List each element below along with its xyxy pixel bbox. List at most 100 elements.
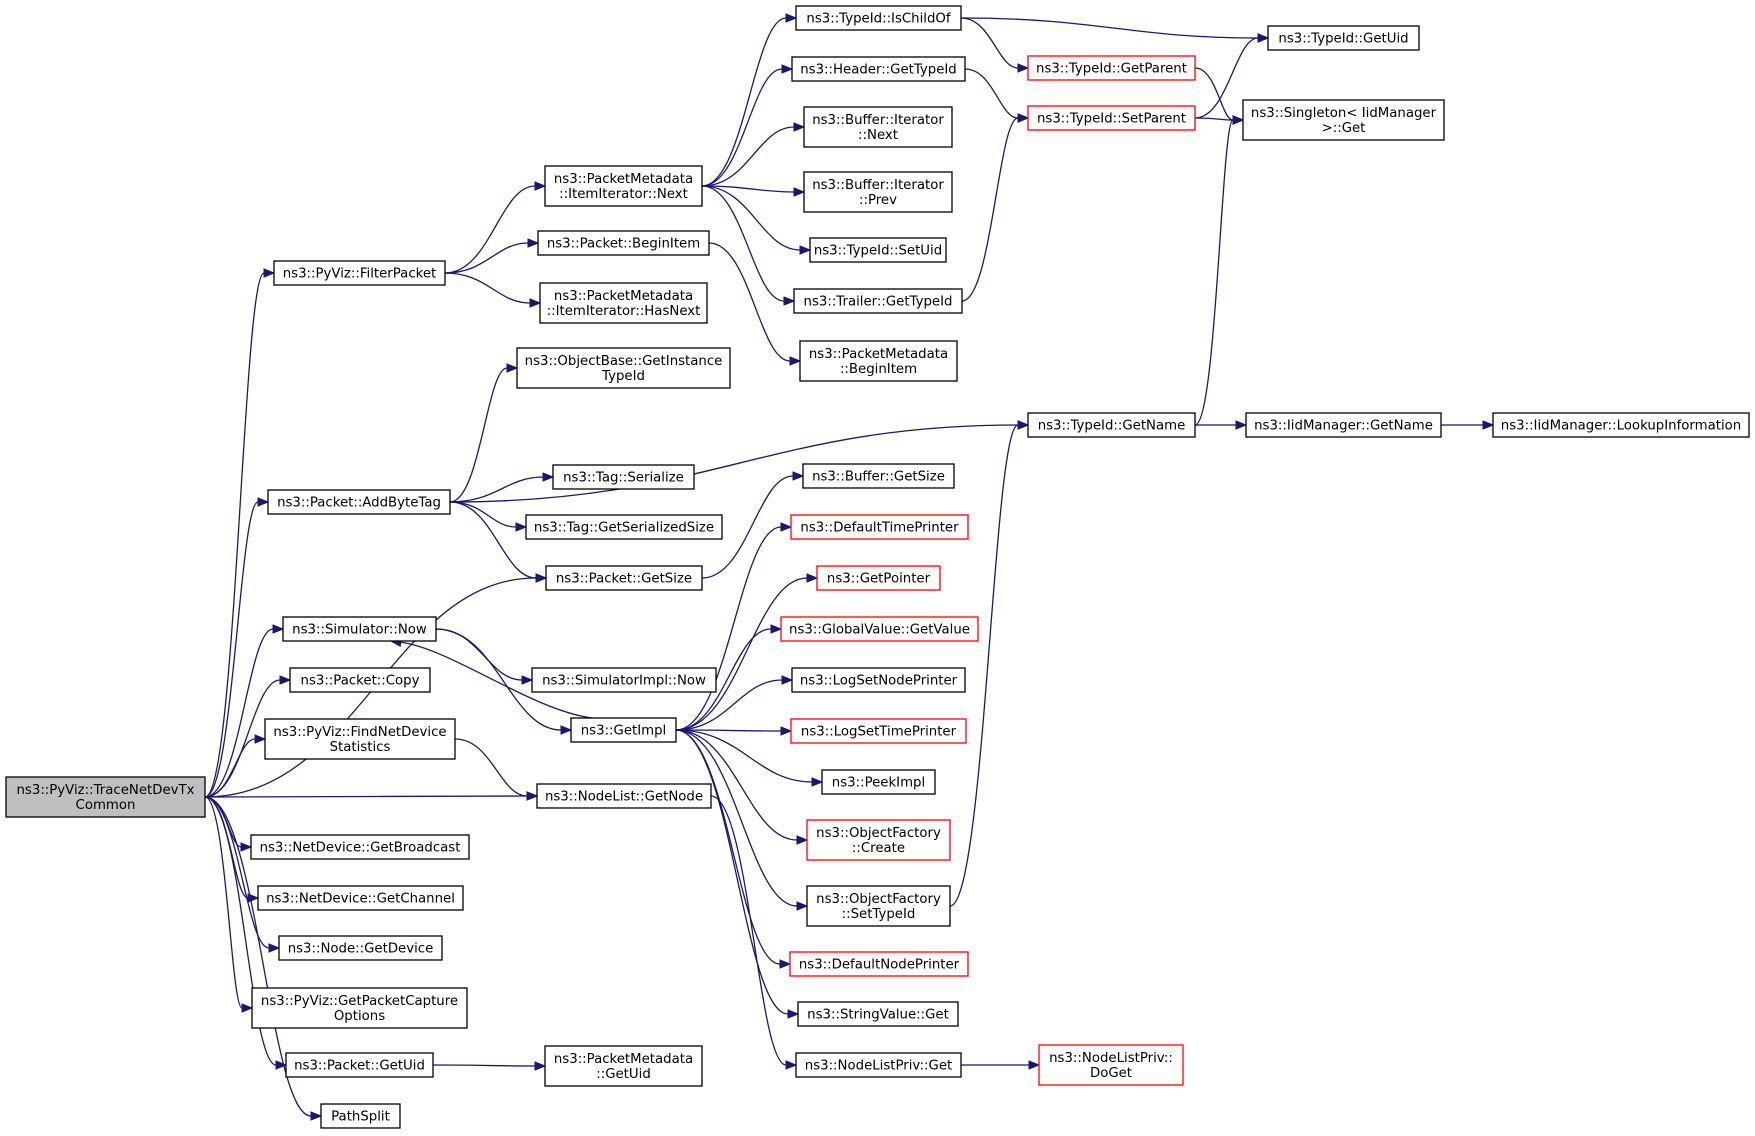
node-node_getdevice[interactable]: ns3::Node::GetDevice xyxy=(278,935,443,961)
node-box[interactable] xyxy=(539,282,708,324)
node-box[interactable] xyxy=(1027,412,1196,438)
node-box[interactable] xyxy=(544,1045,703,1087)
node-box[interactable] xyxy=(795,1052,962,1078)
node-buffer_next[interactable]: ns3::Buffer::Iterator::Next xyxy=(803,106,953,148)
node-box[interactable] xyxy=(251,987,468,1029)
node-box[interactable] xyxy=(282,616,437,642)
node-box[interactable] xyxy=(795,5,962,31)
node-box[interactable] xyxy=(1245,412,1442,438)
node-buffer_getsize[interactable]: ns3::Buffer::GetSize xyxy=(802,463,955,489)
node-box[interactable] xyxy=(793,288,963,314)
node-box[interactable] xyxy=(809,237,947,263)
node-singleton_get[interactable]: ns3::Singleton< IidManager >::Get xyxy=(1242,99,1445,141)
node-box[interactable] xyxy=(816,565,941,591)
node-typeid_getname[interactable]: ns3::TypeId::GetName xyxy=(1027,412,1196,438)
node-trailer_gettypeid[interactable]: ns3::Trailer::GetTypeId xyxy=(793,288,963,314)
node-box[interactable] xyxy=(273,260,446,286)
node-nodelistpriv_doget[interactable]: ns3::NodeListPriv::DoGet xyxy=(1038,1044,1184,1086)
node-box[interactable] xyxy=(1038,1044,1184,1086)
node-iidmanager_getname[interactable]: ns3::IidManager::GetName xyxy=(1245,412,1442,438)
node-pm_itemiterator_next[interactable]: ns3::PacketMetadata::ItemIterator::Next xyxy=(544,165,703,207)
node-box[interactable] xyxy=(264,718,456,760)
node-globalvalue_getvalue[interactable]: ns3::GlobalValue::GetValue xyxy=(780,616,979,642)
node-header_gettypeid[interactable]: ns3::Header::GetTypeId xyxy=(791,56,966,82)
node-box[interactable] xyxy=(1027,55,1196,81)
node-box[interactable] xyxy=(802,463,955,489)
node-typeid_ischildof[interactable]: ns3::TypeId::IsChildOf xyxy=(795,5,962,31)
node-getimpl[interactable]: ns3::GetImpl xyxy=(570,717,677,743)
node-addbytetag[interactable]: ns3::Packet::AddByteTag xyxy=(267,489,451,515)
node-simulatorimpl_now[interactable]: ns3::SimulatorImpl::Now xyxy=(531,667,717,693)
node-getbroadcast[interactable]: ns3::NetDevice::GetBroadcast xyxy=(250,834,470,860)
node-box[interactable] xyxy=(791,667,966,693)
node-box[interactable] xyxy=(1027,105,1196,131)
node-objectfactory_create[interactable]: ns3::ObjectFactory::Create xyxy=(806,819,951,861)
node-getchannel[interactable]: ns3::NetDevice::GetChannel xyxy=(257,885,464,911)
node-box[interactable] xyxy=(278,935,443,961)
node-box[interactable] xyxy=(1492,412,1750,438)
node-peekimpl[interactable]: ns3::PeekImpl xyxy=(821,769,936,795)
node-logsettimeprinter[interactable]: ns3::LogSetTimePrinter xyxy=(790,718,967,744)
node-box[interactable] xyxy=(289,667,431,693)
node-typeid_getuid[interactable]: ns3::TypeId::GetUid xyxy=(1267,25,1420,51)
node-box[interactable] xyxy=(791,56,966,82)
node-box[interactable] xyxy=(806,819,951,861)
node-box[interactable] xyxy=(250,834,470,860)
node-simulator_now[interactable]: ns3::Simulator::Now xyxy=(282,616,437,642)
node-packet_copy[interactable]: ns3::Packet::Copy xyxy=(289,667,431,693)
node-box[interactable] xyxy=(799,340,958,382)
node-defaulttimeprinter[interactable]: ns3::DefaultTimePrinter xyxy=(790,514,969,540)
node-box[interactable] xyxy=(803,171,953,213)
node-typeid_setuid[interactable]: ns3::TypeId::SetUid xyxy=(809,237,947,263)
node-getpointer[interactable]: ns3::GetPointer xyxy=(816,565,941,591)
node-box[interactable] xyxy=(544,165,703,207)
node-box[interactable] xyxy=(537,230,710,256)
node-pathsplit[interactable]: PathSplit xyxy=(320,1103,401,1129)
node-box[interactable] xyxy=(545,565,703,591)
node-box[interactable] xyxy=(5,776,206,818)
node-typeid_getparent[interactable]: ns3::TypeId::GetParent xyxy=(1027,55,1196,81)
node-box[interactable] xyxy=(525,514,723,540)
node-pm_getuid[interactable]: ns3::PacketMetadata::GetUid xyxy=(544,1045,703,1087)
node-typeid_setparent[interactable]: ns3::TypeId::SetParent xyxy=(1027,105,1196,131)
node-box[interactable] xyxy=(267,489,451,515)
node-box[interactable] xyxy=(790,514,969,540)
node-nodelistpriv_get[interactable]: ns3::NodeListPriv::Get xyxy=(795,1052,962,1078)
node-packet_getuid[interactable]: ns3::Packet::GetUid xyxy=(285,1052,434,1078)
node-box[interactable] xyxy=(821,769,936,795)
node-packet_getsize[interactable]: ns3::Packet::GetSize xyxy=(545,565,703,591)
node-box[interactable] xyxy=(320,1103,401,1129)
node-box[interactable] xyxy=(1242,99,1445,141)
node-box[interactable] xyxy=(285,1052,434,1078)
node-pm_hasnext[interactable]: ns3::PacketMetadata::ItemIterator::HasNe… xyxy=(539,282,708,324)
node-box[interactable] xyxy=(789,951,969,977)
node-logsetnodeprinter[interactable]: ns3::LogSetNodePrinter xyxy=(791,667,966,693)
node-box[interactable] xyxy=(780,616,979,642)
node-box[interactable] xyxy=(803,106,953,148)
node-box[interactable] xyxy=(806,885,951,927)
node-defaultnodeprinter[interactable]: ns3::DefaultNodePrinter xyxy=(789,951,969,977)
node-nodelist_getnode[interactable]: ns3::NodeList::GetNode xyxy=(536,783,712,809)
node-box[interactable] xyxy=(552,464,695,490)
node-box[interactable] xyxy=(570,717,677,743)
node-buffer_prev[interactable]: ns3::Buffer::Iterator::Prev xyxy=(803,171,953,213)
node-tag_serialize[interactable]: ns3::Tag::Serialize xyxy=(552,464,695,490)
node-box[interactable] xyxy=(516,347,731,389)
node-pm_beginitem[interactable]: ns3::PacketMetadata::BeginItem xyxy=(799,340,958,382)
node-box[interactable] xyxy=(531,667,717,693)
node-box[interactable] xyxy=(1267,25,1420,51)
node-box[interactable] xyxy=(790,718,967,744)
node-stringvalue_get[interactable]: ns3::StringValue::Get xyxy=(797,1001,959,1027)
node-box[interactable] xyxy=(257,885,464,911)
node-iidmanager_lookup[interactable]: ns3::IidManager::LookupInformation xyxy=(1492,412,1750,438)
node-box[interactable] xyxy=(536,783,712,809)
node-filterpacket[interactable]: ns3::PyViz::FilterPacket xyxy=(273,260,446,286)
node-packet_beginitem[interactable]: ns3::Packet::BeginItem xyxy=(537,230,710,256)
node-tag_getserializedsize[interactable]: ns3::Tag::GetSerializedSize xyxy=(525,514,723,540)
node-objectfactory_settypeid[interactable]: ns3::ObjectFactory::SetTypeId xyxy=(806,885,951,927)
node-box[interactable] xyxy=(797,1001,959,1027)
